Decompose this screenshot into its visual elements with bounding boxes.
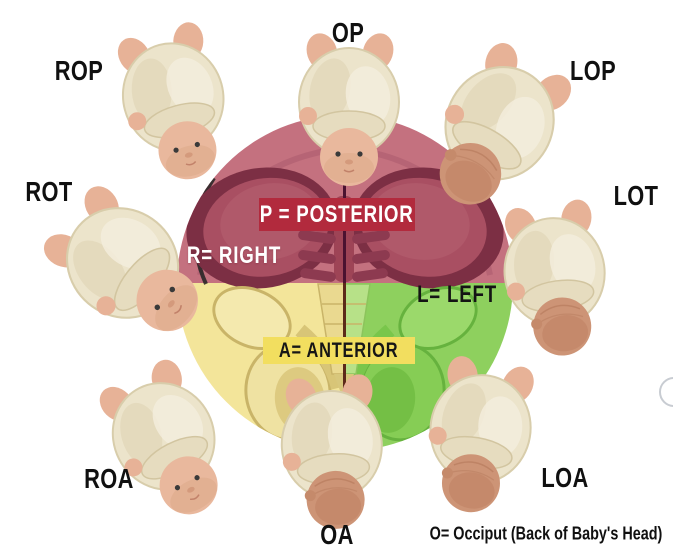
anterior-badge: A= ANTERIOR bbox=[263, 337, 415, 364]
position-label-lot: LOT bbox=[613, 180, 659, 211]
position-label-op: OP bbox=[331, 17, 365, 48]
position-label-oa: OA bbox=[320, 519, 354, 550]
baby-doll-oa bbox=[251, 358, 412, 538]
position-label-roa: ROA bbox=[84, 463, 134, 494]
posterior-label: P = POSTERIOR bbox=[260, 200, 414, 228]
anterior-label: A= ANTERIOR bbox=[279, 338, 399, 362]
position-label-rop: ROP bbox=[54, 55, 104, 86]
baby-doll-loa bbox=[391, 335, 568, 528]
position-label-rot: ROT bbox=[25, 176, 73, 207]
occiput-footnote: O= Occiput (Back of Baby's Head) bbox=[429, 523, 663, 544]
posterior-badge: P = POSTERIOR bbox=[259, 198, 415, 231]
left-side-label: L= LEFT bbox=[417, 281, 497, 308]
position-label-loa: LOA bbox=[541, 462, 589, 493]
position-label-lop: LOP bbox=[569, 55, 617, 86]
right-side-label: R= RIGHT bbox=[186, 242, 282, 269]
